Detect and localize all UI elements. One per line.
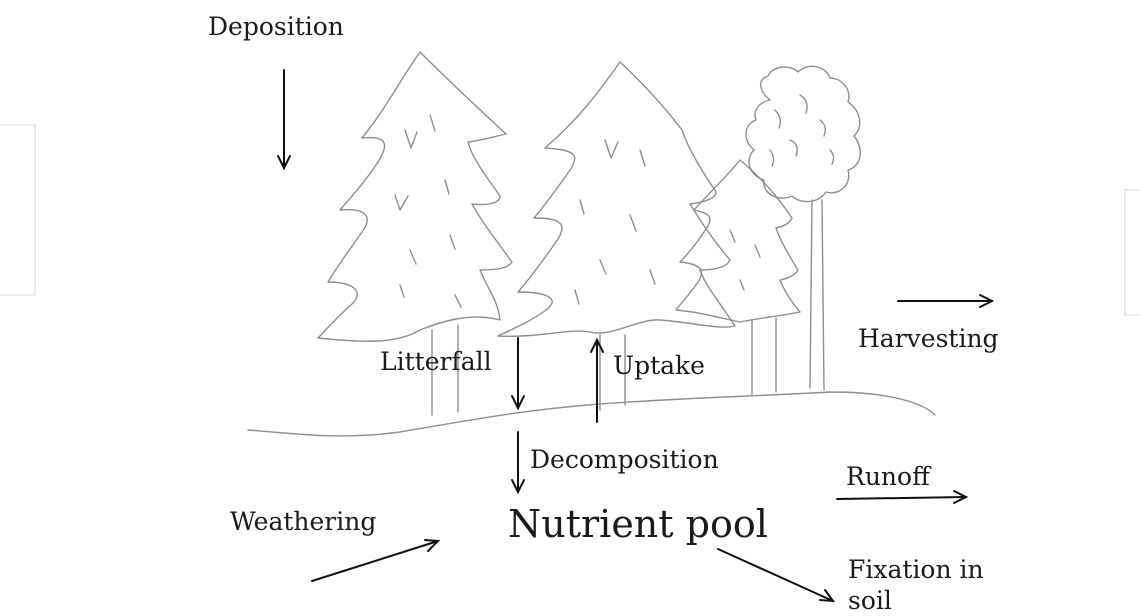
right-tree-texture	[729, 229, 761, 291]
middle-tree	[497, 61, 736, 337]
deciduous-tree-trunk	[809, 199, 825, 391]
label-litterfall: Litterfall	[380, 347, 492, 376]
label-weathering: Weathering	[230, 507, 377, 536]
right-tree-trunk	[751, 317, 777, 396]
right-tree	[675, 159, 801, 323]
label-fixation-line1: Fixation in	[848, 555, 984, 584]
ground-line	[247, 391, 936, 437]
label-deposition: Deposition	[208, 12, 344, 41]
left-tree-trunk	[431, 324, 459, 416]
deposition-arrow	[277, 69, 291, 171]
label-fixation-line2: soil	[848, 586, 892, 615]
label-runoff: Runoff	[846, 462, 930, 491]
label-nutrient-pool: Nutrient pool	[508, 502, 768, 546]
weathering-arrow	[311, 539, 441, 582]
middle-tree-texture	[574, 139, 656, 305]
uptake-arrow	[590, 337, 604, 423]
runoff-arrow	[836, 490, 969, 504]
background-frame-right	[1124, 189, 1140, 316]
label-uptake: Uptake	[613, 351, 705, 380]
deciduous-tree-texture	[769, 94, 835, 167]
fixation-arrow	[717, 548, 836, 603]
left-tree-texture	[394, 114, 462, 308]
label-harvesting: Harvesting	[858, 324, 999, 353]
background-frame-left	[0, 124, 36, 296]
decomposition-arrow	[511, 431, 525, 495]
label-decomposition: Decomposition	[530, 445, 719, 474]
litterfall-arrow	[511, 337, 525, 411]
harvesting-arrow	[897, 294, 995, 308]
deciduous-tree-crown	[745, 65, 861, 203]
left-tree	[317, 51, 513, 342]
